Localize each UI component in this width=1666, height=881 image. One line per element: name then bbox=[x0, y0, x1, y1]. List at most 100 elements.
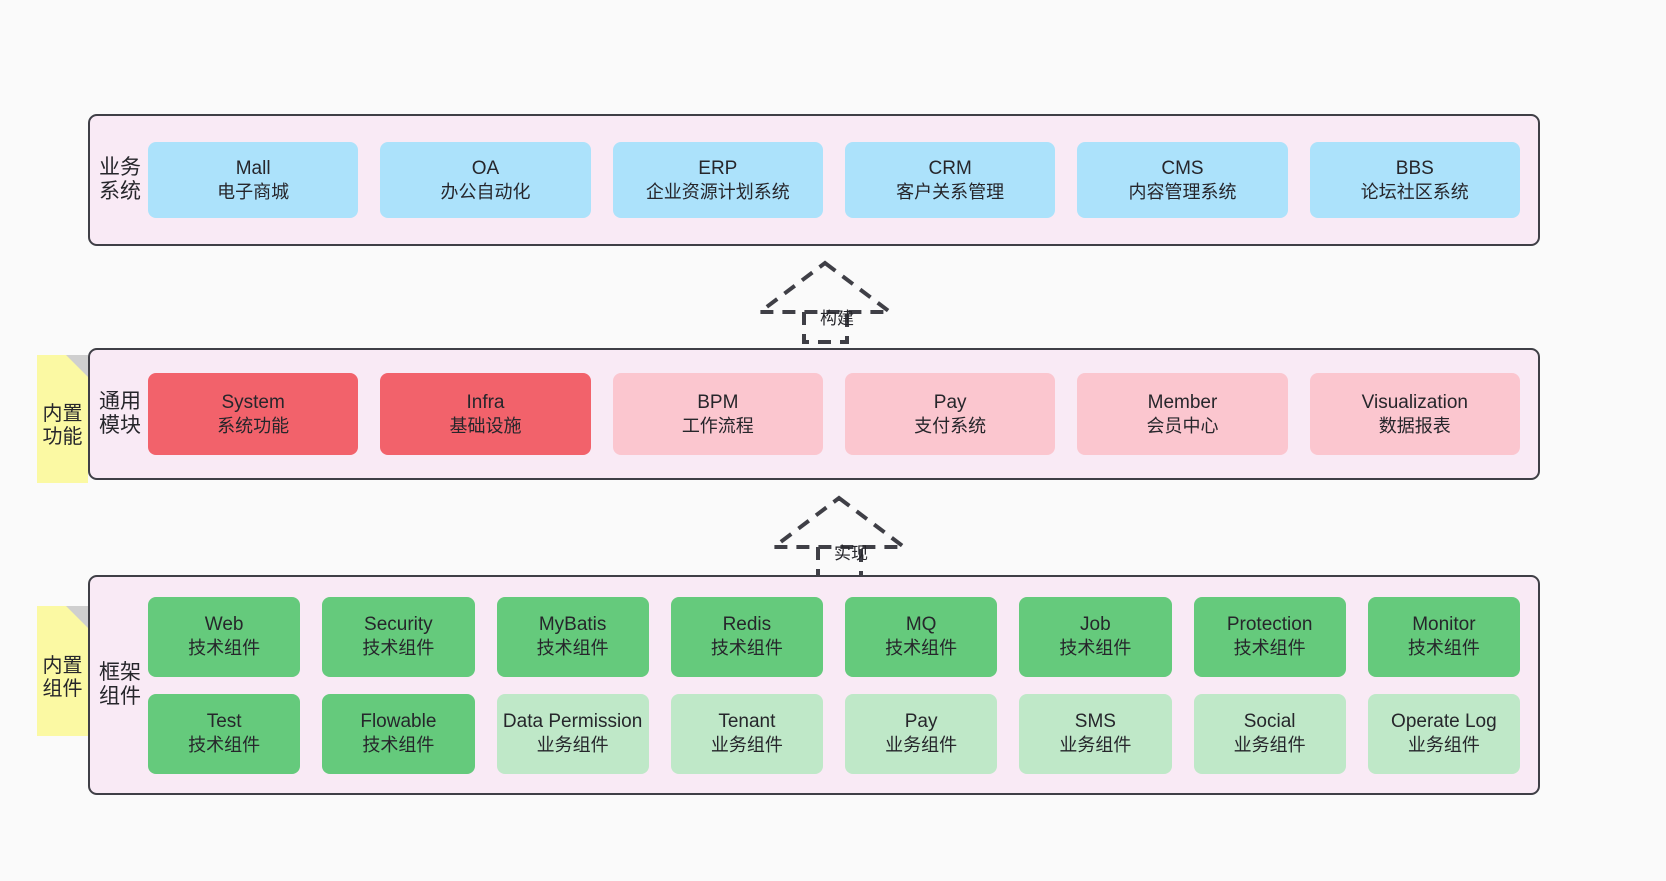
card-security[interactable]: Security 技术组件 bbox=[322, 596, 475, 677]
card-mq[interactable]: MQ 技术组件 bbox=[845, 596, 998, 677]
card-pay-module[interactable]: Pay 支付系统 bbox=[844, 373, 1056, 455]
card-subtitle: 技术组件 bbox=[188, 638, 261, 659]
card-title: Flowable bbox=[360, 711, 437, 733]
card-title: BBS bbox=[1395, 157, 1434, 179]
card-protection[interactable]: Protection 技术组件 bbox=[1193, 596, 1346, 677]
dashed-generalization-arrow-icon bbox=[768, 495, 910, 579]
card-row: System 系统功能 Infra 基础设施 BPM 工作流程 Pay 支付系统… bbox=[148, 373, 1520, 455]
card-title: Pay bbox=[904, 711, 938, 733]
card-title: Visualization bbox=[1361, 391, 1468, 413]
card-subtitle: 技术组件 bbox=[1407, 638, 1480, 659]
card-subtitle: 支付系统 bbox=[914, 415, 987, 436]
card-mybatis[interactable]: MyBatis 技术组件 bbox=[496, 596, 649, 677]
connector-label: 实现 bbox=[834, 544, 868, 563]
card-title: Operate Log bbox=[1391, 711, 1497, 733]
card-title: Infra bbox=[466, 391, 505, 413]
card-member[interactable]: Member 会员中心 bbox=[1077, 373, 1288, 455]
card-title: MyBatis bbox=[538, 614, 607, 636]
sticky-note-builtin-component: 内置组件 bbox=[37, 606, 88, 736]
card-test[interactable]: Test 技术组件 bbox=[148, 693, 301, 774]
card-flowable[interactable]: Flowable 技术组件 bbox=[322, 693, 475, 774]
card-subtitle: 技术组件 bbox=[362, 638, 435, 659]
card-subtitle: 企业资源计划系统 bbox=[645, 181, 790, 202]
sticky-note-label: 内置组件 bbox=[42, 655, 83, 700]
layer-common-modules: 通用模块 System 系统功能 Infra 基础设施 BPM 工作流程 Pay… bbox=[88, 348, 1540, 480]
card-subtitle: 业务组件 bbox=[1233, 735, 1306, 756]
card-social[interactable]: Social 业务组件 bbox=[1193, 693, 1346, 774]
card-subtitle: 业务组件 bbox=[536, 735, 609, 756]
card-redis[interactable]: Redis 技术组件 bbox=[670, 596, 823, 677]
card-title: Social bbox=[1243, 711, 1296, 733]
card-subtitle: 技术组件 bbox=[1059, 638, 1132, 659]
sticky-note-label: 内置功能 bbox=[42, 403, 83, 448]
card-bpm[interactable]: BPM 工作流程 bbox=[612, 373, 823, 455]
card-subtitle: 技术组件 bbox=[885, 638, 958, 659]
card-title: Protection bbox=[1226, 614, 1313, 636]
card-title: Pay bbox=[933, 391, 967, 413]
card-subtitle: 技术组件 bbox=[1233, 638, 1306, 659]
card-visualization[interactable]: Visualization 数据报表 bbox=[1309, 373, 1520, 455]
layer-business-system: 业务系统 Mall 电子商城 OA 办公自动化 ERP 企业资源计划系统 CRM… bbox=[88, 114, 1540, 246]
card-subtitle: 业务组件 bbox=[1059, 735, 1132, 756]
card-title: System bbox=[221, 391, 285, 413]
card-row: Mall 电子商城 OA 办公自动化 ERP 企业资源计划系统 CRM 客户关系… bbox=[148, 142, 1520, 218]
card-title: OA bbox=[471, 157, 500, 179]
card-title: CMS bbox=[1161, 157, 1204, 179]
card-subtitle: 论坛社区系统 bbox=[1360, 181, 1469, 202]
card-subtitle: 工作流程 bbox=[681, 415, 754, 436]
card-subtitle: 技术组件 bbox=[188, 735, 261, 756]
layer-framework-components: 框架组件 Web 技术组件 Security 技术组件 MyBatis 技术组件… bbox=[88, 575, 1540, 795]
card-title: Mall bbox=[235, 157, 271, 179]
card-title: Test bbox=[206, 711, 242, 733]
card-job[interactable]: Job 技术组件 bbox=[1019, 596, 1172, 677]
card-title: Tenant bbox=[718, 711, 776, 733]
card-title: Member bbox=[1147, 391, 1218, 413]
card-infra[interactable]: Infra 基础设施 bbox=[380, 373, 591, 455]
card-system[interactable]: System 系统功能 bbox=[148, 373, 359, 455]
card-title: Job bbox=[1080, 614, 1111, 636]
card-title: ERP bbox=[698, 157, 738, 179]
card-title: Monitor bbox=[1412, 614, 1476, 636]
card-tenant[interactable]: Tenant 业务组件 bbox=[670, 693, 823, 774]
card-web[interactable]: Web 技术组件 bbox=[148, 596, 301, 677]
card-sms[interactable]: SMS 业务组件 bbox=[1019, 693, 1172, 774]
card-oa[interactable]: OA 办公自动化 bbox=[380, 142, 591, 218]
card-bbs[interactable]: BBS 论坛社区系统 bbox=[1309, 142, 1520, 218]
card-title: Data Permission bbox=[502, 711, 643, 733]
layer-title-business-system: 业务系统 bbox=[99, 156, 141, 203]
card-title: MQ bbox=[905, 614, 937, 636]
dashed-generalization-arrow-icon bbox=[754, 260, 896, 344]
connector-implement: 实现 bbox=[768, 493, 912, 579]
layer-body-business-system: Mall 电子商城 OA 办公自动化 ERP 企业资源计划系统 CRM 客户关系… bbox=[142, 142, 1538, 218]
layer-body-common-modules: System 系统功能 Infra 基础设施 BPM 工作流程 Pay 支付系统… bbox=[142, 373, 1538, 455]
card-subtitle: 业务组件 bbox=[1407, 735, 1480, 756]
card-subtitle: 系统功能 bbox=[217, 415, 290, 436]
layer-body-framework-components: Web 技术组件 Security 技术组件 MyBatis 技术组件 Redi… bbox=[142, 596, 1538, 774]
card-mall[interactable]: Mall 电子商城 bbox=[148, 142, 359, 218]
card-subtitle: 会员中心 bbox=[1146, 415, 1219, 436]
card-title: Security bbox=[364, 614, 433, 636]
card-title: BPM bbox=[697, 391, 739, 413]
card-title: Redis bbox=[722, 614, 772, 636]
page-fold-corner-icon bbox=[66, 355, 88, 377]
card-subtitle: 技术组件 bbox=[362, 735, 435, 756]
card-subtitle: 客户关系管理 bbox=[896, 181, 1005, 202]
connector-build: 构建 bbox=[754, 258, 898, 344]
card-row: Web 技术组件 Security 技术组件 MyBatis 技术组件 Redi… bbox=[148, 596, 1520, 677]
card-subtitle: 技术组件 bbox=[536, 638, 609, 659]
card-crm[interactable]: CRM 客户关系管理 bbox=[844, 142, 1056, 218]
card-monitor[interactable]: Monitor 技术组件 bbox=[1367, 596, 1520, 677]
card-data-permission[interactable]: Data Permission 业务组件 bbox=[496, 693, 649, 774]
layer-title-common-modules: 通用模块 bbox=[99, 390, 141, 437]
card-subtitle: 电子商城 bbox=[217, 181, 290, 202]
card-erp[interactable]: ERP 企业资源计划系统 bbox=[612, 142, 823, 218]
card-subtitle: 内容管理系统 bbox=[1128, 181, 1237, 202]
card-title: CRM bbox=[928, 157, 972, 179]
card-subtitle: 基础设施 bbox=[449, 415, 522, 436]
card-pay-component[interactable]: Pay 业务组件 bbox=[845, 693, 998, 774]
card-cms[interactable]: CMS 内容管理系统 bbox=[1077, 142, 1288, 218]
sticky-note-builtin-function: 内置功能 bbox=[37, 355, 88, 483]
card-subtitle: 办公自动化 bbox=[440, 181, 531, 202]
card-operate-log[interactable]: Operate Log 业务组件 bbox=[1367, 693, 1520, 774]
